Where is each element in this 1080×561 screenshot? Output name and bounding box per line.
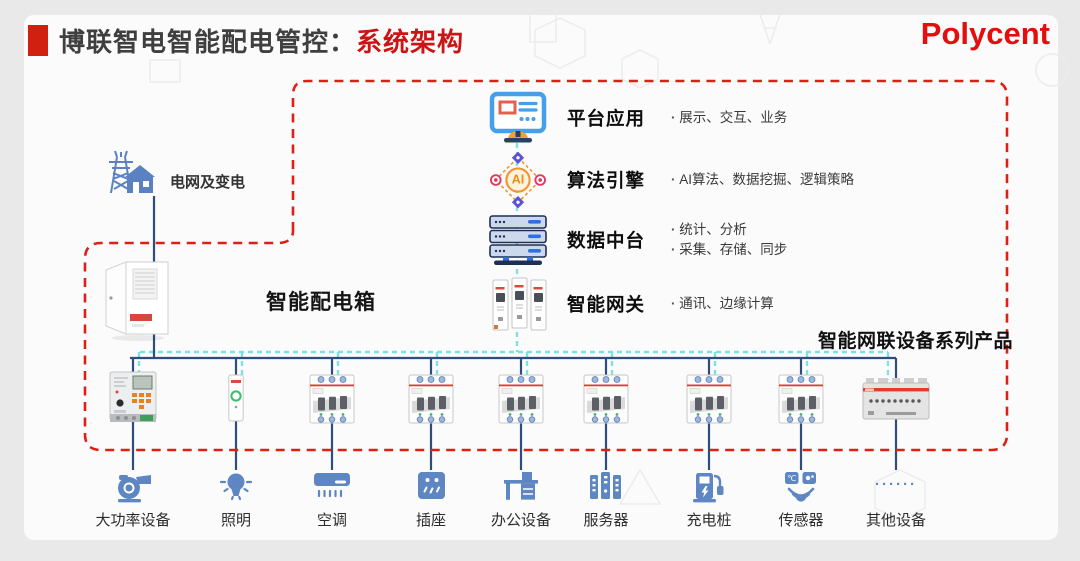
stack-row-gateway: 智能网关 通讯、边缘计算 [486, 275, 774, 333]
platform-bullets: 展示、交互、业务 [671, 108, 787, 128]
polycent-logo: Polycent [920, 16, 1050, 51]
stack-row-platform: 平台应用 展示、交互、业务 [486, 90, 787, 146]
device-label: 其他设备 [865, 512, 926, 529]
breaker-icon [686, 372, 732, 431]
mini-breaker-icon [228, 374, 244, 427]
server-icon [587, 470, 625, 507]
air-conditioner-icon [312, 470, 352, 505]
device-label: 插座 [415, 512, 446, 529]
title-text: 博联智电智能配电管控： [59, 27, 357, 57]
ai-badge: AI [511, 172, 525, 187]
stack-row-data: 数据中台 统计、分析 采集、存储、同步 [486, 212, 787, 268]
gateway-bullets: 通讯、边缘计算 [671, 294, 774, 314]
breaker-icon [498, 372, 544, 431]
products-series-label: 智能网联设备系列产品 [818, 331, 1014, 352]
stack-row-algorithm: AI 算法引擎 AI算法、数据挖掘、逻辑策略 [486, 152, 854, 208]
socket-icon [414, 470, 448, 507]
breaker-icon [583, 372, 629, 431]
gateway-icon [486, 275, 550, 333]
device-label: 办公设备 [490, 512, 551, 529]
device-column-ac: 空调 [284, 366, 380, 536]
device-column-office: 办公设备 [473, 366, 569, 536]
data-server-icon [486, 214, 550, 266]
ai-engine-icon: AI [486, 152, 550, 208]
sensor-icon [781, 470, 821, 509]
algorithm-bullets: AI算法、数据挖掘、逻辑策略 [671, 170, 854, 190]
device-column-other: ······ 其他设备 [848, 366, 944, 536]
device-label: 大功率设备 [95, 512, 171, 529]
breaker-icon [408, 372, 454, 431]
device-column-server: 服务器 [558, 366, 654, 536]
distribution-box-label: 智能配电箱 [266, 291, 376, 314]
algorithm-label: 算法引擎 [567, 170, 646, 191]
device-label: 传感器 [778, 512, 824, 529]
other-devices-dots-icon: ······ [875, 476, 917, 493]
din-module-icon [862, 378, 930, 429]
data-label: 数据中台 [567, 230, 646, 251]
title-accent-square [28, 25, 48, 56]
device-column-socket: 插座 [383, 366, 479, 536]
platform-label: 平台应用 [567, 108, 646, 129]
breaker-icon [778, 372, 824, 431]
breaker-icon [309, 372, 355, 431]
device-label: 照明 [220, 512, 251, 529]
device-label: 空调 [316, 512, 347, 529]
smart-meter-icon [109, 370, 157, 431]
title-highlight: 系统架构 [356, 27, 465, 57]
device-label: 服务器 [583, 512, 629, 529]
data-bullets: 统计、分析 采集、存储、同步 [671, 220, 787, 261]
high-power-device-icon [113, 470, 153, 509]
device-column-sensor: 传感器 [753, 366, 849, 536]
office-equipment-icon [501, 470, 541, 507]
page-title: 博联智电智能配电管控：系统架构 [28, 22, 464, 59]
charging-pile-icon [690, 470, 728, 509]
device-column-lighting: 照明 [188, 366, 284, 536]
red-dashed-boundary [83, 79, 1009, 452]
platform-monitor-icon [486, 91, 550, 145]
device-column-charger: 充电桩 [661, 366, 757, 536]
lighting-icon [217, 470, 255, 507]
device-label: 充电桩 [686, 512, 732, 529]
distribution-box-icon [102, 258, 170, 351]
power-grid-tower-icon [101, 149, 155, 204]
grid-label: 电网及变电 [170, 174, 246, 191]
device-column-high-power: 大功率设备 [85, 366, 181, 536]
gateway-label: 智能网关 [567, 294, 646, 315]
